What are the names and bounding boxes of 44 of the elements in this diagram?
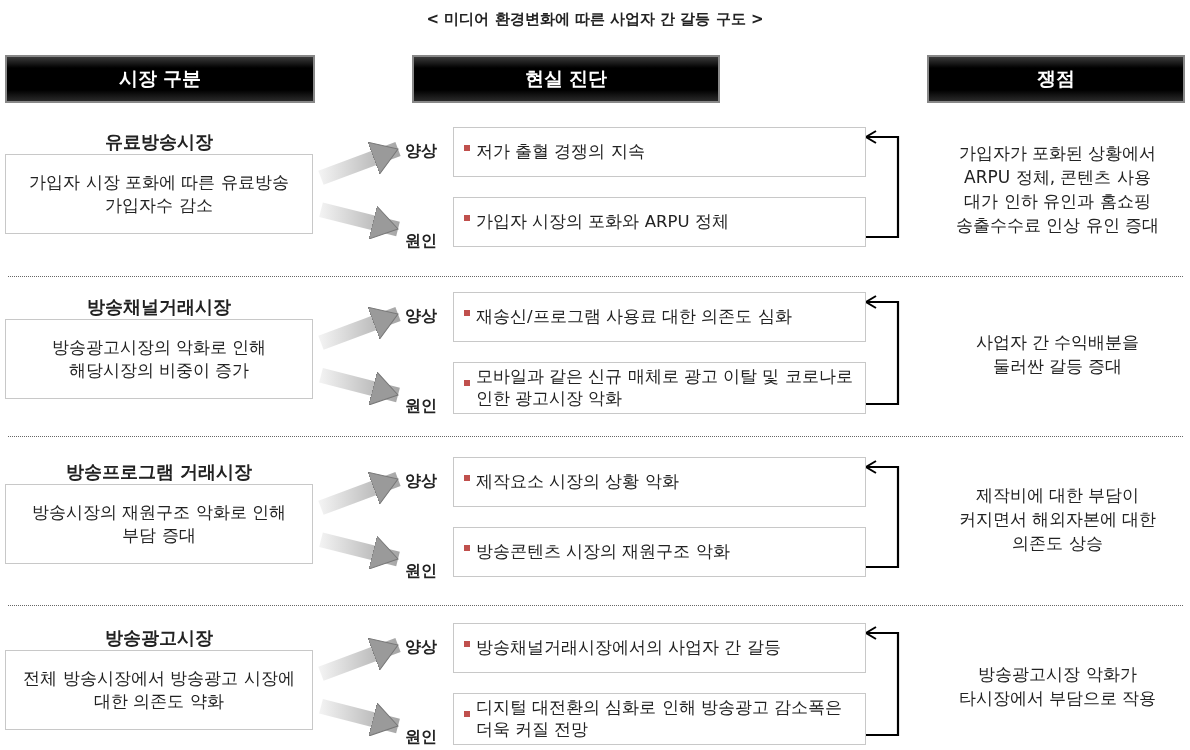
diagnosis-box: 저가 출혈 경쟁의 지속 — [453, 127, 866, 177]
block-arrow — [319, 698, 400, 737]
market-heading: 방송프로그램 거래시장 — [64, 460, 254, 484]
block-arrow — [319, 532, 400, 570]
diagnosis-box: 방송채널거래시장에서의 사업자 간 갈등 — [453, 623, 866, 673]
row-label: 원인 — [404, 561, 438, 582]
market-box: 전체 방송시장에서 방송광고 시장에 대한 의존도 약화 — [5, 650, 313, 730]
market-box: 방송광고시장의 악화로 인해 해당시장의 비중이 증가 — [5, 319, 313, 399]
diagnosis-box: 가입자 시장의 포화와 ARPU 정체 — [453, 197, 866, 247]
feedback-arrow — [865, 460, 900, 569]
row-label: 원인 — [404, 727, 438, 748]
diagnosis-box: 재송신/프로그램 사용료 대한 의존도 심화 — [453, 292, 866, 342]
row-label: 원인 — [404, 396, 438, 417]
block-arrow — [318, 141, 401, 185]
issue-text: 가입자가 포화된 상황에서 ARPU 정체, 콘텐츠 사용 대가 인하 유인과 홈쇼핑 송출수수료 인상 유인 증대 — [955, 142, 1160, 237]
diagnosis-box: 방송콘텐츠 시장의 재원구조 악화 — [453, 527, 866, 577]
block-arrow — [318, 306, 401, 350]
feedback-arrow — [865, 295, 900, 406]
issue-text: 사업자 간 수익배분을 둘러싼 갈등 증대 — [974, 331, 1141, 378]
market-box: 가입자 시장 포화에 따른 유료방송 가입자수 감소 — [5, 154, 313, 234]
row-label: 양상 — [404, 306, 438, 327]
market-heading: 방송광고시장 — [104, 626, 214, 650]
issue-text: 제작비에 대한 부담이 커지면서 해외자본에 대한 의존도 상승 — [957, 484, 1158, 555]
row-label: 양상 — [404, 637, 438, 658]
row-label: 양상 — [404, 141, 438, 162]
block-arrow — [319, 202, 400, 240]
block-arrow — [318, 637, 401, 681]
issue-text: 방송광고시장 악화가 타시장에서 부담으로 작용 — [957, 663, 1158, 710]
feedback-arrow — [865, 626, 900, 737]
row-label: 양상 — [404, 471, 438, 492]
market-heading: 유료방송시장 — [104, 130, 214, 154]
column-header: 쟁점 — [927, 55, 1185, 103]
diagram-title: < 미디어 환경변화에 따른 사업자 간 갈등 구도 > — [425, 10, 765, 29]
column-header: 시장 구분 — [5, 55, 315, 103]
feedback-arrow — [865, 130, 900, 239]
block-arrow — [318, 471, 401, 515]
row-label: 원인 — [404, 231, 438, 252]
column-header: 현실 진단 — [412, 55, 720, 103]
diagnosis-box: 모바일과 같은 신규 매체로 광고 이탈 및 코로나로 인한 광고시장 악화 — [453, 362, 866, 414]
market-box: 방송시장의 재원구조 악화로 인해 부담 증대 — [5, 484, 313, 564]
block-arrow — [319, 367, 400, 406]
market-heading: 방송채널거래시장 — [86, 295, 232, 319]
diagnosis-box: 디지털 대전환의 심화로 인해 방송광고 감소폭은 더욱 커질 전망 — [453, 693, 866, 745]
diagnosis-box: 제작요소 시장의 상황 악화 — [453, 457, 866, 507]
